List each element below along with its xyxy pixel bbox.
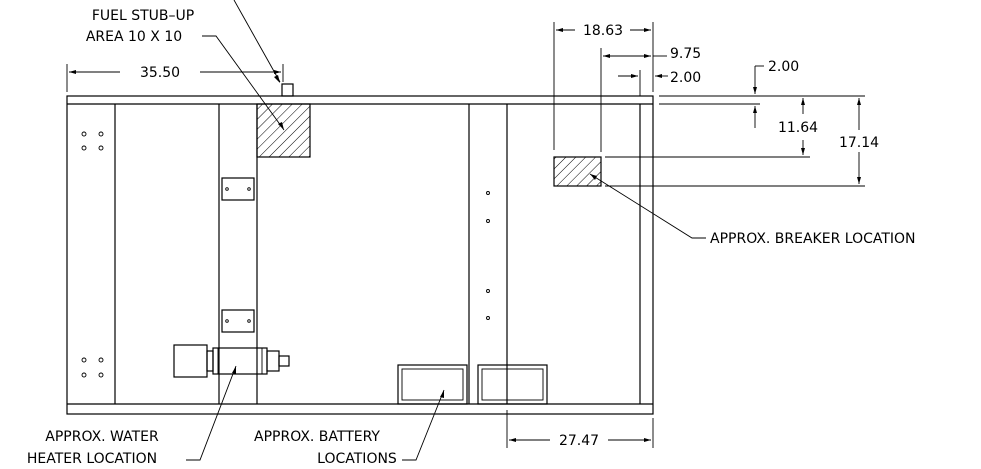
battery-right (477, 364, 548, 405)
fuel-stub-label-line2: AREA 10 X 10 (86, 29, 182, 45)
dim-label-battery-offset: 27.47 (559, 433, 599, 449)
dim-label-edge-offset-vertical: 2.00 (768, 59, 799, 75)
dim-label-edge-offset-horizontal: 2.00 (670, 70, 701, 86)
leader-fuel-stub (233, 0, 281, 83)
leader-fuel-area (202, 35, 285, 131)
fuel-stub-label-line1: FUEL STUB–UP (92, 8, 194, 24)
rail-plate-lower (221, 309, 255, 333)
dim-label-breaker-width: 9.75 (670, 46, 701, 62)
mounting-holes-top-left (81, 131, 104, 151)
rail-plate-upper (221, 177, 255, 201)
fuel-stub-up-area (256, 103, 311, 158)
dim-label-breaker-bottom: 17.14 (839, 135, 879, 151)
dimension-battery-offset (506, 410, 654, 448)
base-frame (66, 95, 654, 415)
dim-label-breaker-offset: 18.63 (583, 23, 623, 39)
water-heater (173, 344, 290, 378)
breaker-location (553, 156, 602, 187)
battery-left (397, 364, 468, 405)
mounting-holes-bottom-left (81, 357, 104, 378)
dimension-breaker-bottom (857, 98, 861, 184)
leader-breaker (589, 173, 706, 239)
center-rail-holes (486, 191, 490, 320)
dimension-breaker-top (801, 98, 805, 155)
leader-water-heater (186, 365, 237, 461)
dimension-edge-offset-horizontal (618, 70, 668, 96)
dimension-edge-offset-vertical (753, 65, 764, 128)
dim-label-fuel-offset: 35.50 (140, 65, 180, 81)
dimension-breaker-width (600, 48, 667, 152)
water-heater-label-line1: APPROX. WATER (45, 429, 159, 445)
dim-label-breaker-top: 11.64 (778, 120, 818, 136)
dimension-extension-lines-right (605, 95, 865, 187)
leader-battery (402, 389, 445, 461)
dimension-fuel-offset (66, 64, 284, 92)
water-heater-label-line2: HEATER LOCATION (27, 451, 157, 467)
battery-label-line2: LOCATIONS (317, 451, 397, 467)
dimension-breaker-offset (553, 22, 654, 150)
battery-label-line1: APPROX. BATTERY (254, 429, 380, 445)
breaker-label: APPROX. BREAKER LOCATION (710, 231, 916, 247)
fuel-stub-fitting (281, 83, 294, 97)
